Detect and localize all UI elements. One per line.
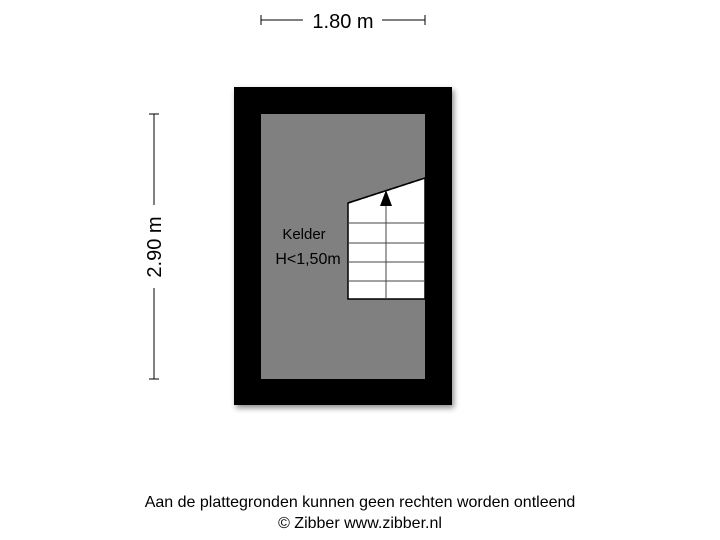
- height-label: 2.90 m: [144, 216, 166, 277]
- height-dimension: 2.90 m: [144, 113, 166, 380]
- floor-plan: 1.80 m 2.90 m Kelder H<1,50m: [144, 11, 452, 405]
- width-label: 1.80 m: [312, 11, 373, 33]
- width-dimension: 1.80 m: [260, 11, 426, 33]
- copyright-text: © Zibber www.zibber.nl: [278, 515, 442, 532]
- stair-direction-arrow-icon: [380, 190, 392, 206]
- room-height-note: H<1,50m: [275, 251, 340, 268]
- staircase: [347, 176, 426, 300]
- room-name: Kelder: [282, 226, 325, 243]
- disclaimer-text: Aan de plattegronden kunnen geen rechten…: [144, 494, 576, 511]
